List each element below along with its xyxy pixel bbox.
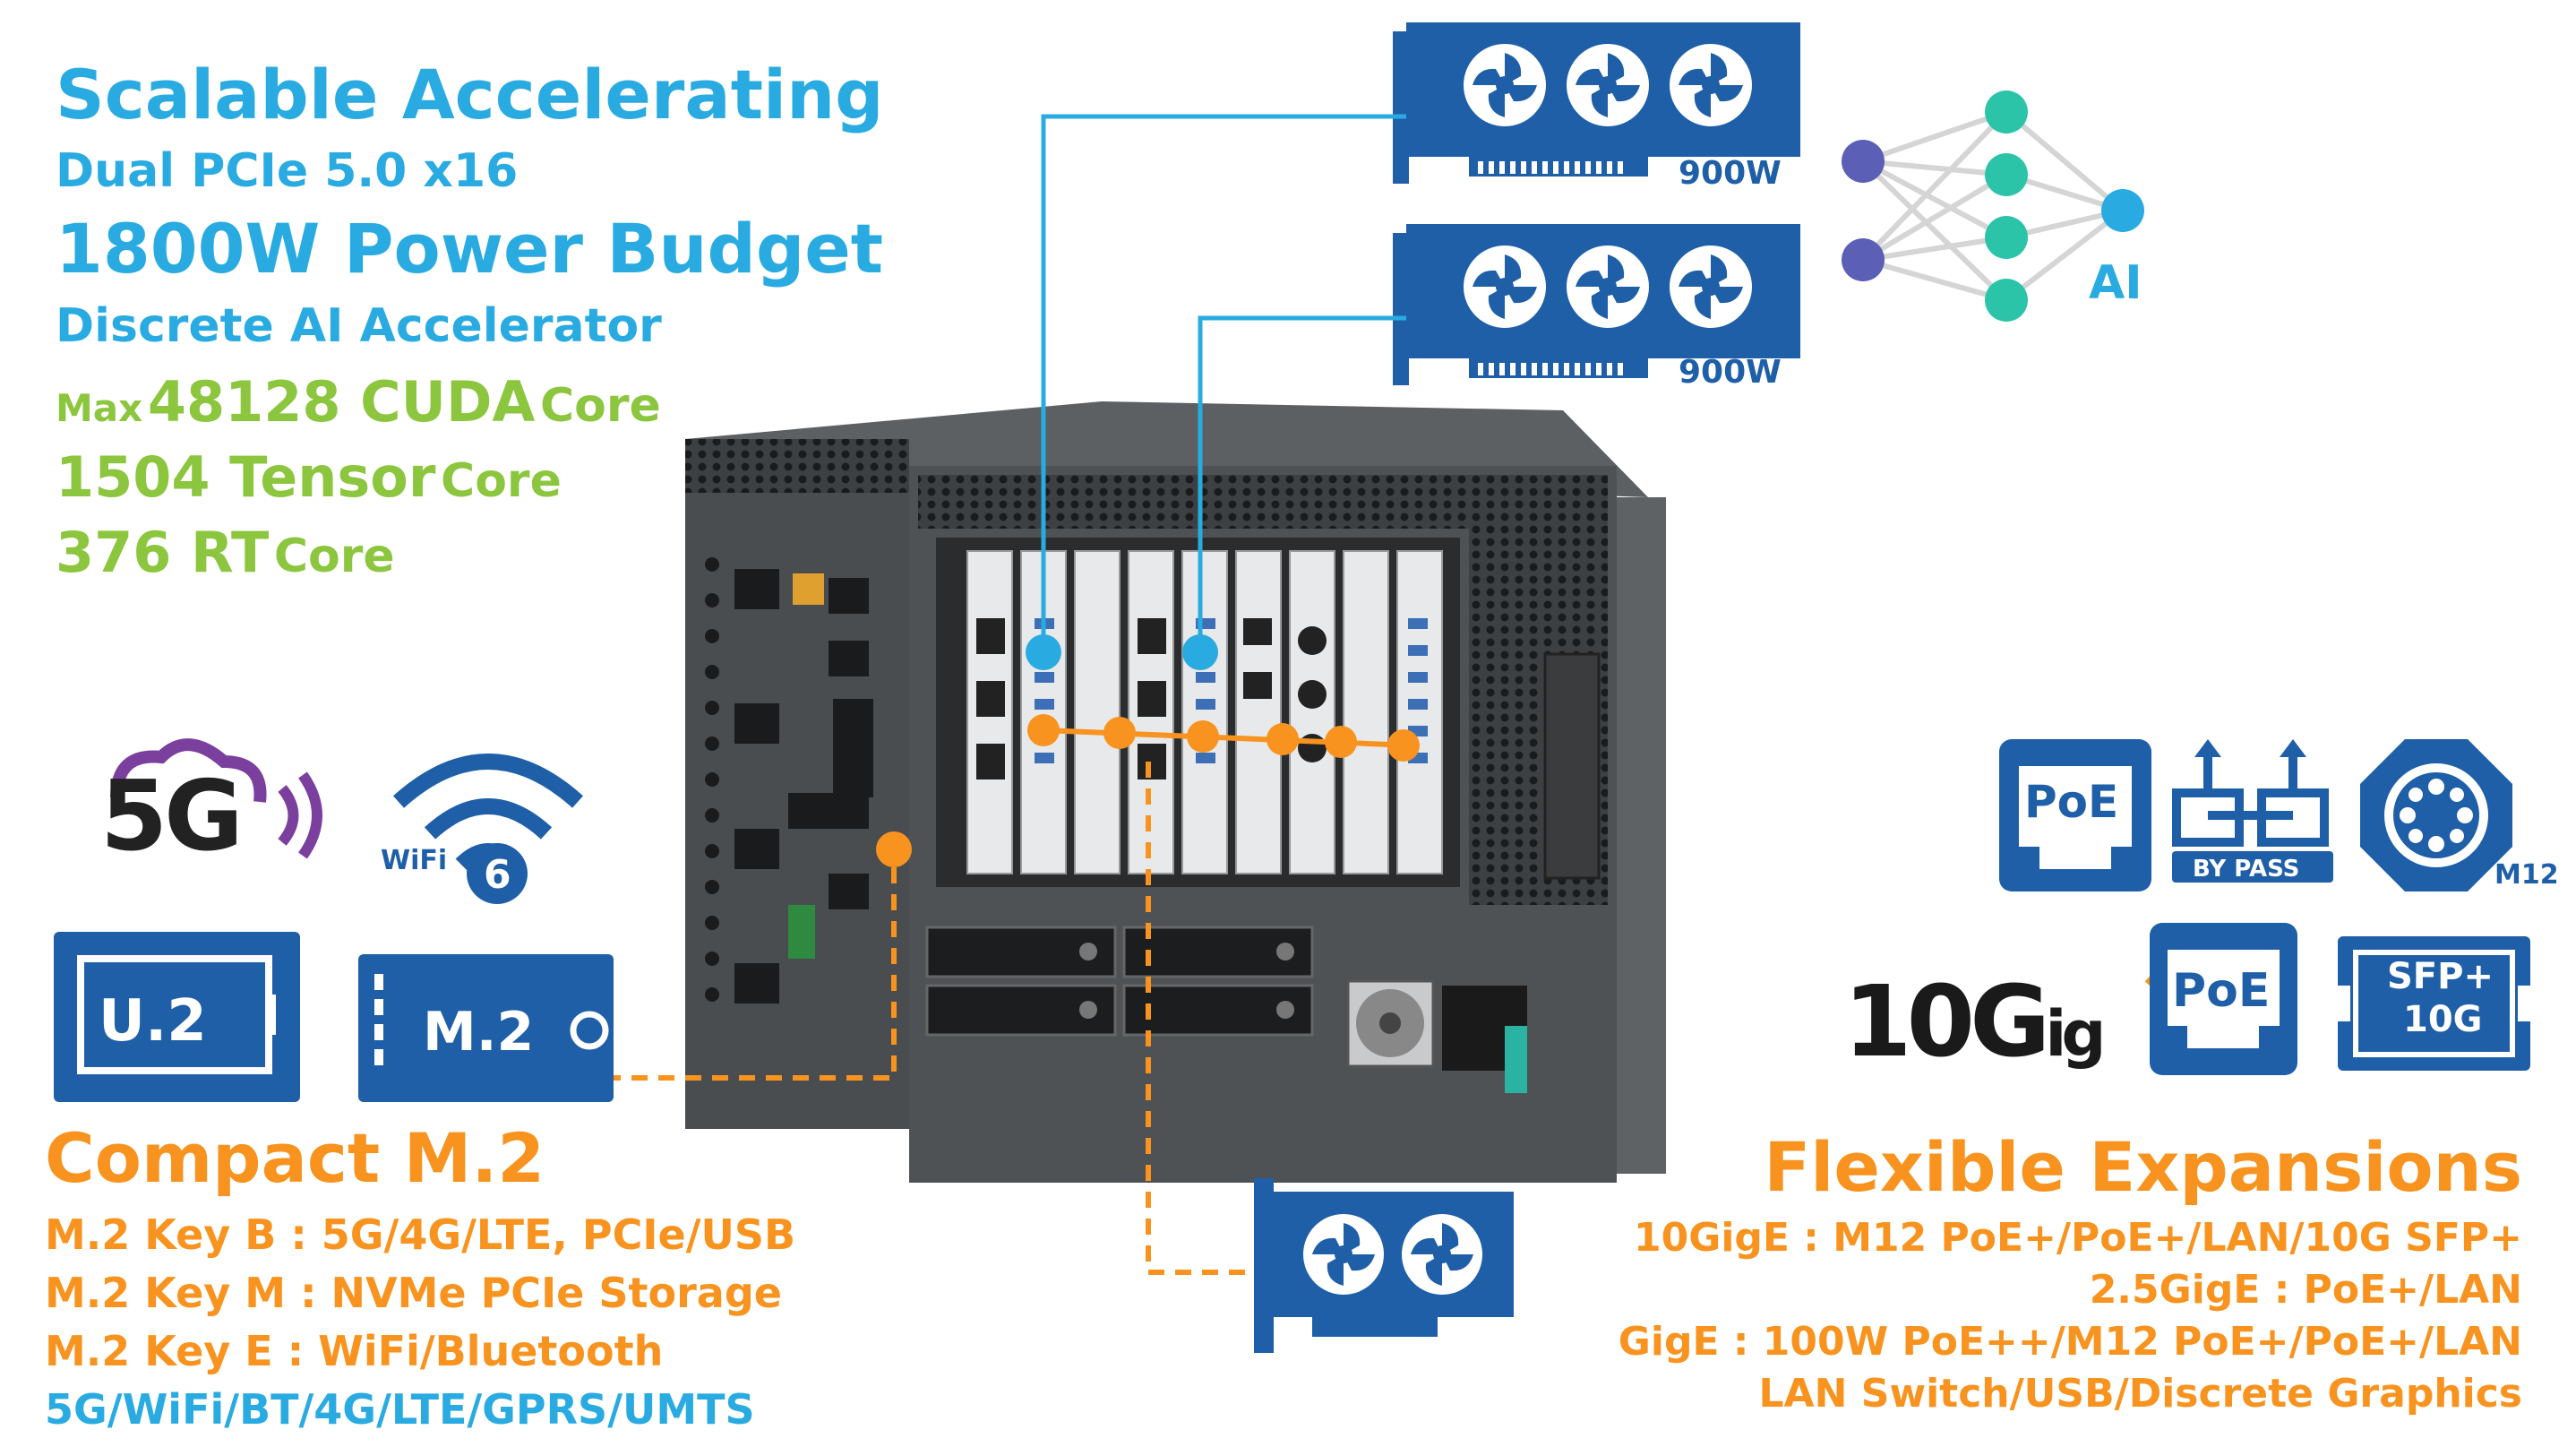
sfp-module-icon <box>2338 936 2530 1071</box>
flexible-title: Flexible Expansions <box>1764 1127 2522 1207</box>
compact-title: Compact M.2 <box>45 1118 545 1198</box>
sfp-label-bottom: 10G <box>2403 999 2483 1040</box>
headline-title: Scalable Accelerating <box>56 55 884 134</box>
tensor-suffix: Core <box>441 454 562 508</box>
m2-label: M.2 <box>423 1001 535 1064</box>
cloud-5g-icon <box>110 738 322 859</box>
wifi-icon <box>392 754 584 904</box>
u2-drive-icon <box>54 932 300 1102</box>
m2-card-icon <box>358 954 614 1102</box>
ai-label: AI <box>2089 256 2142 310</box>
tengig-label: 10Gig <box>1843 972 2106 1071</box>
tengig-label-tail: ig <box>2045 997 2106 1071</box>
headline-pcie: Dual PCIe 5.0 x16 <box>56 144 519 198</box>
compact-line-key-m: M.2 Key M : NVMe PCIe Storage <box>45 1269 782 1317</box>
poe-label: PoE <box>2172 964 2271 1018</box>
chassis-image <box>685 401 1666 1183</box>
wifi-version: 6 <box>484 852 511 898</box>
m12-label: M12 <box>2494 859 2559 891</box>
label-5g: 5G <box>100 761 244 873</box>
flexible-line-gige: GigE : 100W PoE++/M12 PoE+/PoE+/LAN <box>1618 1319 2522 1365</box>
poe-icon <box>2150 923 2297 1075</box>
neural-network-icon <box>1842 90 2144 322</box>
flexible-line-25gige: 2.5GigE : PoE+/LAN <box>2089 1267 2522 1313</box>
rt-value: 376 RT <box>56 520 270 585</box>
compact-protocols: 5G/WiFi/BT/4G/LTE/GPRS/UMTS <box>45 1385 755 1434</box>
cuda-prefix: Max <box>56 386 143 430</box>
gpu-card-small <box>1254 1178 1514 1353</box>
compact-line-key-b: M.2 Key B : 5G/4G/LTE, PCIe/USB <box>45 1210 796 1259</box>
cuda-line: Max 48128 CUDA Core <box>56 375 661 430</box>
headline-power: 1800W Power Budget <box>56 209 884 289</box>
cuda-value: 48128 CUDA <box>147 369 536 435</box>
tengig-label-main: 10G <box>1843 964 2050 1079</box>
gpu-card-1-label: 900W <box>1679 155 1782 192</box>
poe-plus-plus-label: PoE <box>2024 776 2119 828</box>
gpu-card-1 <box>1393 22 1800 184</box>
flexible-line-10gige: 10GigE : M12 PoE+/PoE+/LAN/10G SFP+ <box>1634 1215 2522 1261</box>
cuda-suffix: Core <box>539 379 661 433</box>
tensor-line: 1504 Tensor Core <box>56 450 562 505</box>
poe-plus-plus-icon <box>1999 739 2151 891</box>
bypass-label: BY PASS <box>2193 856 2300 883</box>
poe-plus-plus-sub: ++ <box>2060 831 2115 867</box>
gpu-card-2-label: 900W <box>1679 354 1782 391</box>
compact-line-key-e: M.2 Key E : WiFi/Bluetooth <box>45 1327 664 1375</box>
bypass-icon <box>2172 739 2333 883</box>
wifi-label: WiFi <box>381 845 448 876</box>
rt-suffix: Core <box>273 530 395 583</box>
headline-ai-accelerator: Discrete AI Accelerator <box>56 299 662 353</box>
tensor-value: 1504 Tensor <box>56 444 436 510</box>
m12-connector-icon <box>2360 739 2512 891</box>
gpu-card-2 <box>1393 224 1800 385</box>
u2-label: U.2 <box>99 988 207 1055</box>
sfp-label-top: SFP+ <box>2387 956 2494 997</box>
rt-line: 376 RT Core <box>56 525 395 581</box>
flexible-line-switch: LAN Switch/USB/Discrete Graphics <box>1758 1371 2522 1417</box>
